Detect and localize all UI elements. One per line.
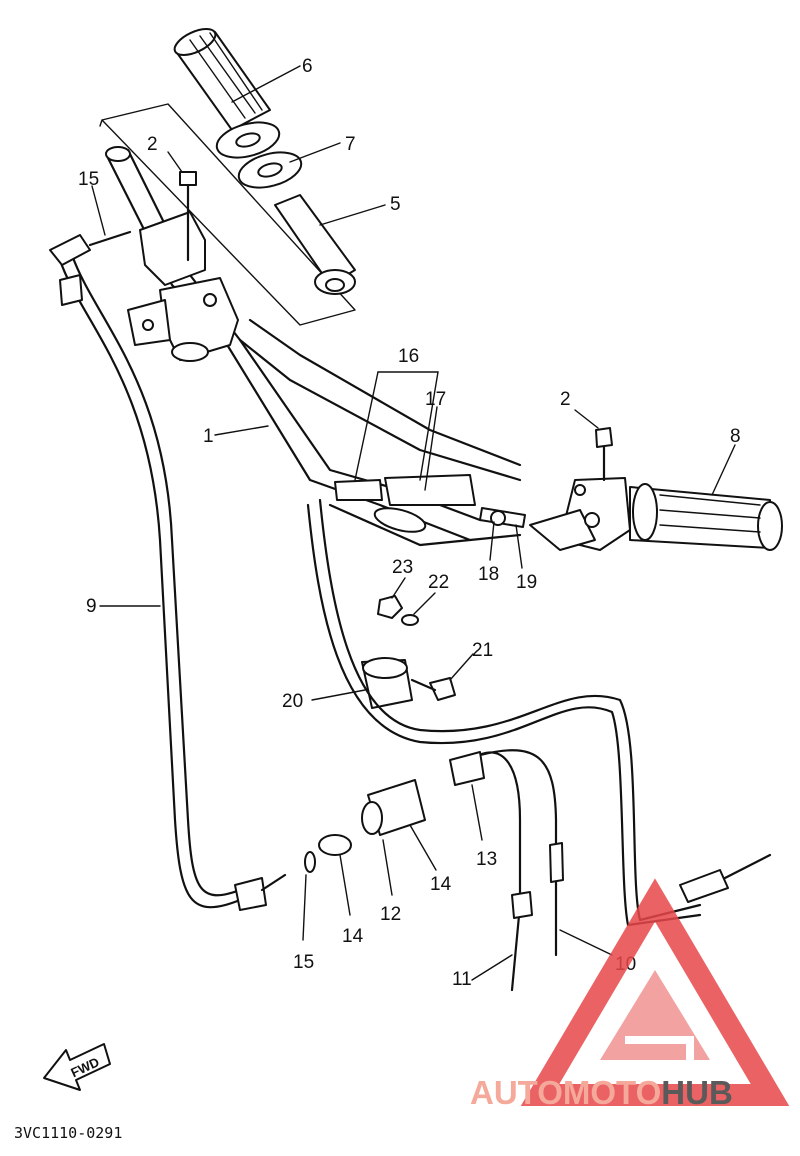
part-code: 3VC1110-0291 [14,1124,122,1142]
callout-6: 8 [730,426,741,447]
callout-2-right: 2 [560,389,571,410]
handlebar-pad [334,474,476,533]
junction-fittings [304,779,426,873]
callout-3: 5 [390,194,401,215]
callout-4: 6 [302,56,313,77]
callout-18: 18 [478,564,499,585]
watermark-brand-part1: AUTOMOTO [470,1074,661,1111]
automotohub-watermark-logo [520,878,790,1106]
callout-19: 19 [516,572,537,593]
callout-10: 12 [380,904,401,925]
watermark-brand-text: AUTOMOTOHUB [470,1074,733,1111]
nut-and-washer [377,595,419,626]
clutch-cable [49,230,287,911]
bolt-left [179,171,197,262]
throttle-tube [274,194,356,295]
cable-clamp [361,657,456,709]
callout-17: 17 [425,389,446,410]
right-grip [629,483,783,551]
callout-11: 13 [476,849,497,870]
left-lever-holder [127,211,239,362]
callout-22: 22 [428,572,449,593]
callout-15: 15 [78,169,99,190]
forward-direction-arrow: FWD [43,1043,111,1091]
left-grip [173,28,271,131]
cable-adjuster [479,507,526,528]
callout-labels: 6 2 7 15 5 16 17 2 1 8 18 19 23 22 9 21 … [78,56,741,990]
left-grip-rings [215,121,303,189]
callout-13: 15 [293,952,314,973]
right-lever-holder [529,427,631,551]
callout-14: 14 [430,874,452,895]
callout-12: 14 [342,926,364,947]
callout-2-left: 2 [147,134,158,155]
leader-lines [91,65,736,981]
callout-7: 9 [86,596,97,617]
callout-1: 1 [203,426,214,447]
callout-20: 20 [282,691,303,712]
callout-16: 16 [398,346,419,367]
watermark-brand-part2: HUB [661,1074,733,1111]
callout-9: 11 [452,969,472,990]
throttle-cables [306,498,772,992]
left-grip-group-bracket [99,103,356,326]
callout-23: 23 [392,557,413,578]
callout-5: 7 [345,134,356,155]
callout-21: 21 [472,640,493,661]
